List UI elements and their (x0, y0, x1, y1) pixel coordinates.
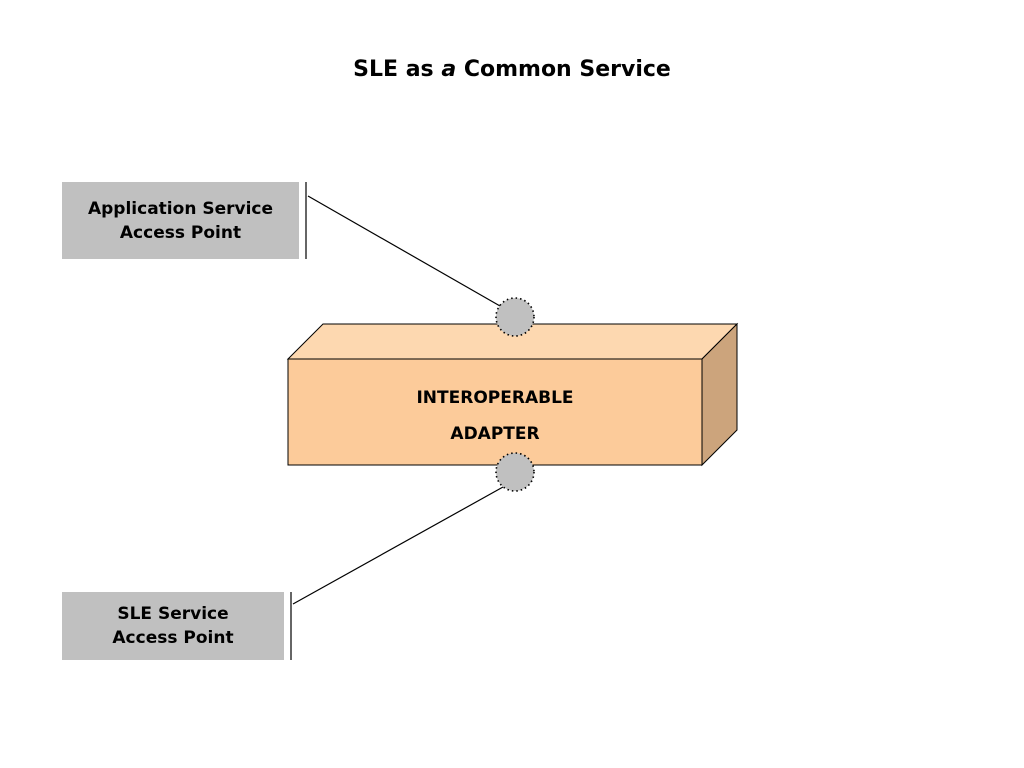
connector-sle-to-adapter (292, 486, 504, 605)
adapter-bottom-port (495, 452, 535, 492)
adapter-top-port (495, 297, 535, 337)
adapter-box-front-face (287, 358, 703, 466)
adapter-label-line-2: ADAPTER (450, 424, 540, 444)
sle-sap-line-2: Access Point (112, 628, 234, 648)
sle-service-access-point: SLE Service Access Point (62, 592, 284, 660)
title-emphasis: a (441, 57, 457, 82)
title-part-1: SLE as (353, 57, 442, 82)
app-sap-line-1: Application Service (87, 198, 274, 219)
adapter-label: INTEROPERABLE ADAPTER (288, 380, 702, 452)
adapter-label-line-1: INTEROPERABLE (416, 388, 574, 408)
connector-app-to-adapter (307, 195, 501, 307)
sle-sap-line-1: SLE Service (117, 604, 229, 624)
app-sap-line-2: Access Point (119, 222, 242, 243)
application-service-access-point: Application Service Access Point (62, 182, 299, 259)
diagram-title: SLE as a Common Service (0, 55, 1024, 85)
title-part-2: Common Service (456, 57, 671, 82)
